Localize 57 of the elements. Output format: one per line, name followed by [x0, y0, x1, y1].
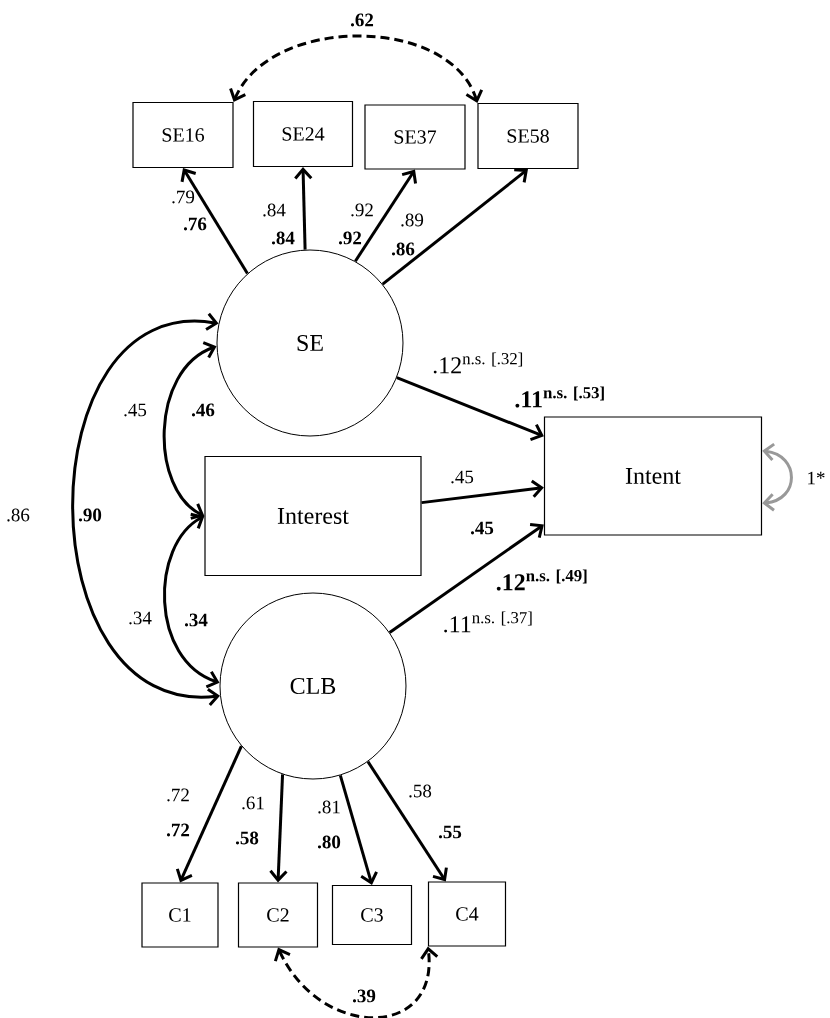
coefficient-label: .84 [271, 231, 295, 245]
coefficient-label: .11$^{n.s. [.53]}$ [515, 386, 604, 408]
coefficient-label: .39 [352, 989, 376, 1003]
edge-label: .86 [7, 508, 30, 522]
path-arrow [180, 168, 249, 275]
variable-box: Intent [543, 416, 763, 536]
coefficient-label: .12$^{n.s. [.49]}$ [496, 569, 587, 591]
variable-box: SE24 [252, 100, 354, 168]
variable-box: SE58 [477, 102, 579, 170]
coefficient-label: .55 [438, 825, 462, 839]
coefficient-label: .80 [317, 835, 341, 849]
edge-label: .58 [409, 784, 432, 798]
edge-label: .72 [167, 788, 189, 802]
path-arrow [354, 169, 418, 263]
variable-box: SE37 [364, 104, 466, 170]
edge-label: .81 [318, 800, 340, 814]
edge-label: 1* [808, 471, 825, 485]
path-arrow [421, 479, 544, 505]
correlation-arrow [71, 312, 220, 707]
coefficient-label: .45 [470, 521, 494, 535]
coefficient-label: .58 [235, 831, 259, 845]
path-arrow [366, 760, 448, 882]
correlation-arrow [762, 442, 793, 512]
coefficient-label: .34 [184, 613, 208, 627]
variable-box: C2 [237, 882, 319, 948]
variable-box: SE16 [132, 101, 234, 169]
edge-label: .92 [351, 203, 373, 217]
edge-label: .45 [124, 403, 147, 417]
edge-label: .34 [129, 611, 152, 625]
variable-box: C3 [331, 884, 413, 946]
coefficient-label: .46 [191, 403, 215, 417]
correlation-arrow [229, 34, 484, 103]
edge-label: .61 [242, 796, 264, 810]
path-arrow [175, 745, 243, 883]
path-arrow [269, 774, 288, 883]
coefficient-label: .62 [350, 13, 374, 27]
edge-label: .11$^{n.s. [.37]}$ [444, 611, 532, 633]
edge-label: .45 [451, 470, 474, 484]
edge-label: .89 [401, 213, 424, 227]
path-arrow [338, 775, 378, 885]
path-arrow [381, 168, 528, 286]
edge-label: .12$^{n.s. [.32]}$ [433, 352, 523, 374]
path-arrow [294, 167, 313, 250]
variable-box: C4 [427, 881, 507, 947]
variable-box: Interest [204, 455, 422, 577]
path-arrow [388, 523, 544, 634]
correlation-arrow [273, 946, 439, 1018]
coefficient-label: .72 [166, 823, 190, 837]
path-arrow [396, 376, 544, 441]
coefficient-label: .92 [338, 231, 362, 245]
correlation-arrow [162, 341, 217, 520]
correlation-arrow [163, 512, 220, 689]
edge-label: .79 [172, 190, 195, 204]
coefficient-label: .90 [78, 508, 102, 522]
coefficient-label: .76 [183, 217, 207, 231]
edge-label: .84 [263, 203, 286, 217]
variable-box: C1 [141, 882, 219, 948]
